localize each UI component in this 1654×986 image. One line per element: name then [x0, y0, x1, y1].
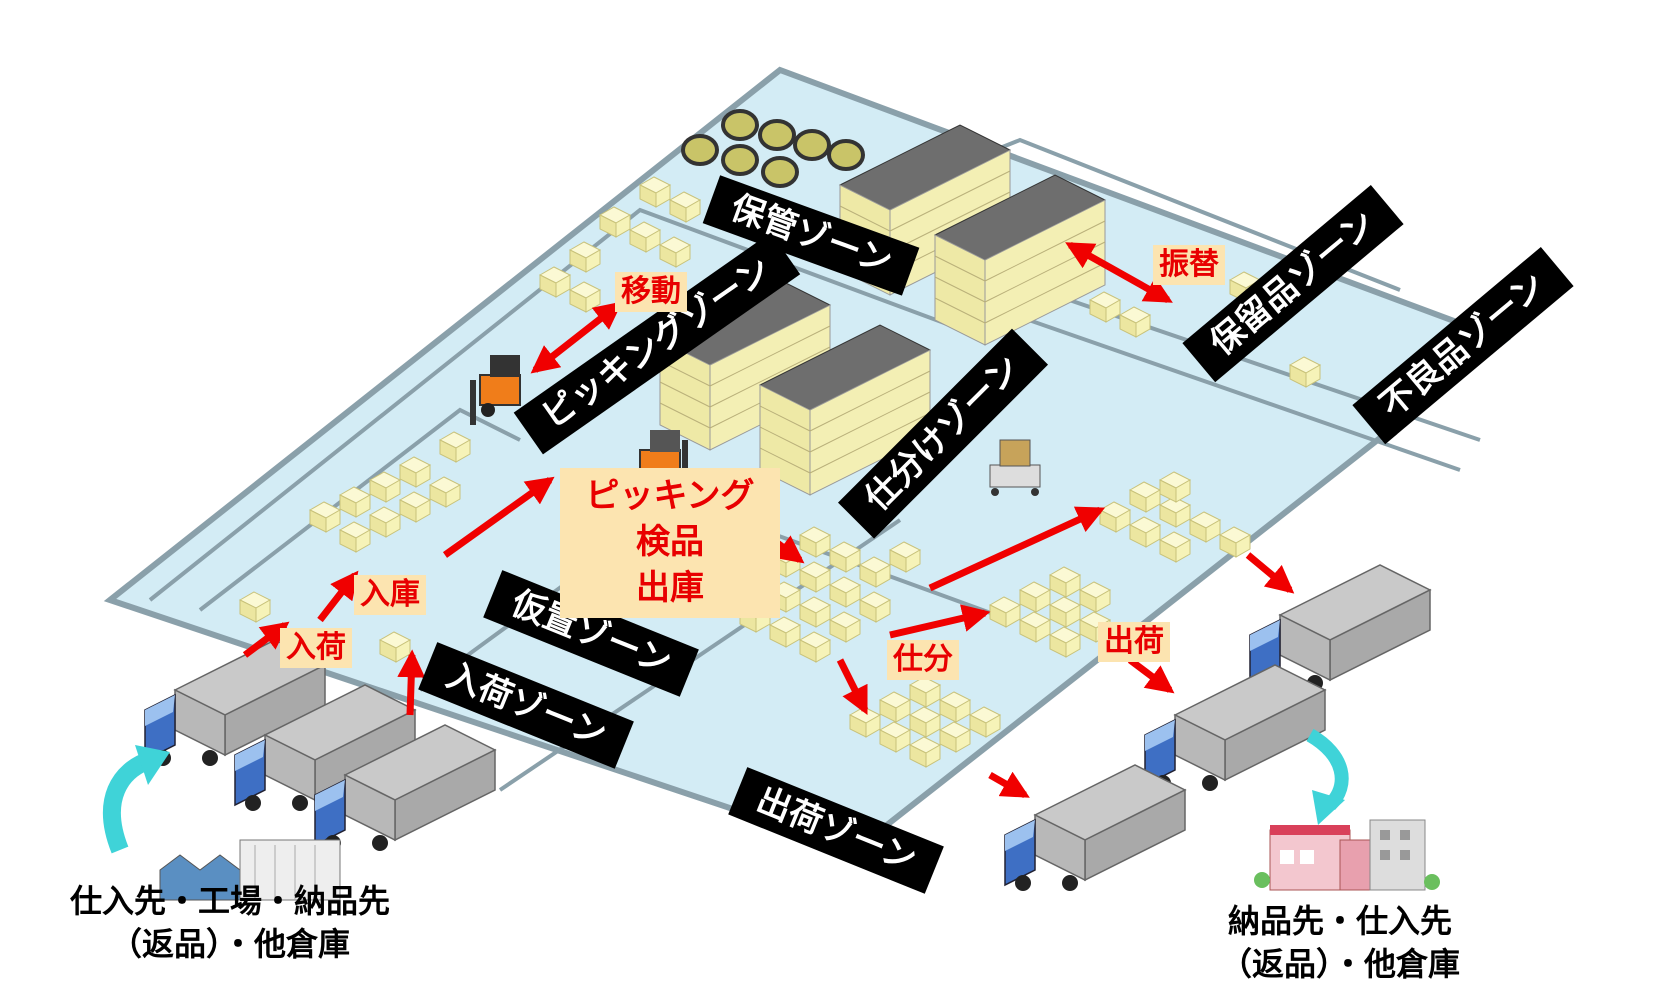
store-building-icon: [1254, 819, 1440, 891]
outbound-destination-line-2: （返品）・他倉庫: [1219, 945, 1460, 984]
action-label-transfer: 振替: [1153, 245, 1225, 285]
process-line-1: ピッキング: [585, 476, 755, 516]
cart-icon: [989, 439, 1041, 496]
process-line-2: 検品: [636, 521, 704, 562]
process-label-picking-inspection-dispatch: ピッキング 検品 出庫: [560, 468, 780, 618]
process-line-3: 出庫: [636, 567, 704, 608]
outbound-destination-label: 納品先・仕入先 （返品）・他倉庫: [1190, 900, 1490, 986]
inbound-flow-arrow: [103, 751, 154, 854]
outbound-flow-arrowhead: [1312, 790, 1345, 825]
outbound-destination-line-1: 納品先・仕入先: [1227, 902, 1452, 940]
inbound-source-line-1: 仕入先・工場・納品先: [69, 882, 390, 920]
action-label-receive: 入荷: [280, 628, 352, 668]
truck-icon: [1004, 764, 1186, 892]
inbound-source-line-2: （返品）・他倉庫: [109, 925, 350, 964]
inbound-flow-arrowhead: [135, 745, 170, 785]
forklift-icon: [470, 355, 521, 425]
action-label-move: 移動: [615, 272, 687, 312]
action-label-putaway: 入庫: [354, 575, 426, 615]
factory-icon: [159, 839, 341, 901]
action-label-sort: 仕分: [887, 640, 959, 680]
action-label-ship: 出荷: [1098, 622, 1170, 662]
truck-icon: [1144, 664, 1326, 792]
inbound-source-label: 仕入先・工場・納品先 （返品）・他倉庫: [60, 880, 400, 966]
tire-stack: [681, 109, 865, 188]
